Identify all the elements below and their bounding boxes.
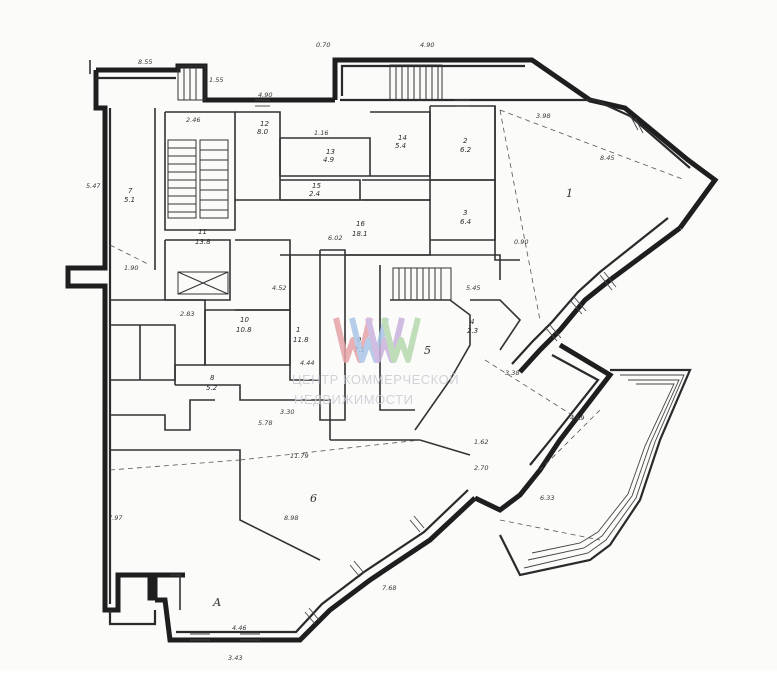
room-number: 7 [128,187,133,195]
watermark-logo-icon [333,317,421,363]
dimension-label: 4.52 [272,284,286,292]
room-number: 2 [463,137,468,145]
room-area: 2.4 [309,190,320,198]
dimension-label: 1.16 [314,129,328,137]
room-number: 13 [326,148,335,156]
stairs [167,64,452,301]
room-number: 8 [210,374,215,382]
room-area: 5.4 [395,142,406,150]
room-letters: 6 1 А 5 [212,187,573,609]
room-area: 13.8 [195,238,211,246]
watermark: ЦЕНТР КОММЕРЧЕСКОЙ НЕДВИЖИМОСТИ [292,317,459,407]
dashed-lines [109,109,686,541]
dimension-label: 1.90 [124,264,138,272]
watermark-line-2: НЕДВИЖИМОСТИ [294,392,413,407]
room-number: 16 [356,220,365,228]
dimension-label: 11.79 [290,452,309,460]
dimension-label: 5.78 [258,419,272,427]
dimension-label: 2.83 [180,310,194,318]
room-number: 14 [398,134,407,142]
dimension-label: 5.47 [86,182,101,190]
dimension-label: 3.38 [505,369,519,377]
dimension-label: 8.98 [284,514,298,522]
room-number: 15 [312,182,321,190]
dimension-label: 3.98 [536,112,550,120]
room-number: 11 [198,228,207,236]
main-hall-label: 6 [310,492,317,505]
room-area: 8.0 [257,128,269,136]
room-number: 12 [260,120,269,128]
dimension-label: 0.70 [316,41,330,49]
dimension-label: 2.46 [186,116,200,124]
dimension-label: 3.30 [280,408,294,416]
room-area: 11.8 [293,336,309,344]
room-number: 10 [240,316,249,324]
terrace [499,368,692,577]
partitions [89,60,522,610]
window-marks [190,99,644,641]
vestibule-label: А [212,596,221,609]
room-5-label: 5 [424,344,431,357]
room-area: 2.3 [467,327,478,335]
room-area: 6.2 [460,146,472,154]
dimension-label: 1.62 [474,438,488,446]
dimension-label: 8.45 [600,154,614,162]
dimension-label: 2.70 [474,464,488,472]
room-area: 6.4 [460,218,471,226]
room-number: 4 [470,318,474,326]
watermark-line-1: ЦЕНТР КОММЕРЧЕСКОЙ [292,372,459,387]
room-area: 18.1 [352,230,368,238]
dimension-label: 3.43 [228,654,242,662]
dimension-label: 7.68 [382,584,396,592]
dimension-label: 4.90 [258,91,272,99]
dimension-label: 7.97 [108,514,123,522]
dimension-label: 4.46 [232,624,246,632]
dimension-label: 5.45 [466,284,480,292]
dimension-label: 6.02 [328,234,342,242]
room-area: 4.9 [323,156,335,164]
room-number: 1 [296,326,300,334]
dimension-label: 1.55 [209,76,223,84]
dimension-label: 4.19 [570,414,584,422]
dimension-label: 0.90 [514,238,528,246]
corner-hall-label: 1 [566,187,573,200]
room-area: 10.8 [236,326,252,334]
room-area: 5.2 [206,384,218,392]
dimension-label: 8.55 [138,58,152,66]
dimension-labels: 8.55 0.70 4.90 1.55 4.90 5.47 2.46 1.16 … [86,41,614,662]
dimension-label: 4.90 [420,41,434,49]
room-area: 5.1 [124,196,135,204]
dimension-label: 6.33 [540,494,554,502]
room-number: 3 [463,209,467,217]
dimension-label: 4.44 [300,359,314,367]
outer-walls [65,57,719,643]
